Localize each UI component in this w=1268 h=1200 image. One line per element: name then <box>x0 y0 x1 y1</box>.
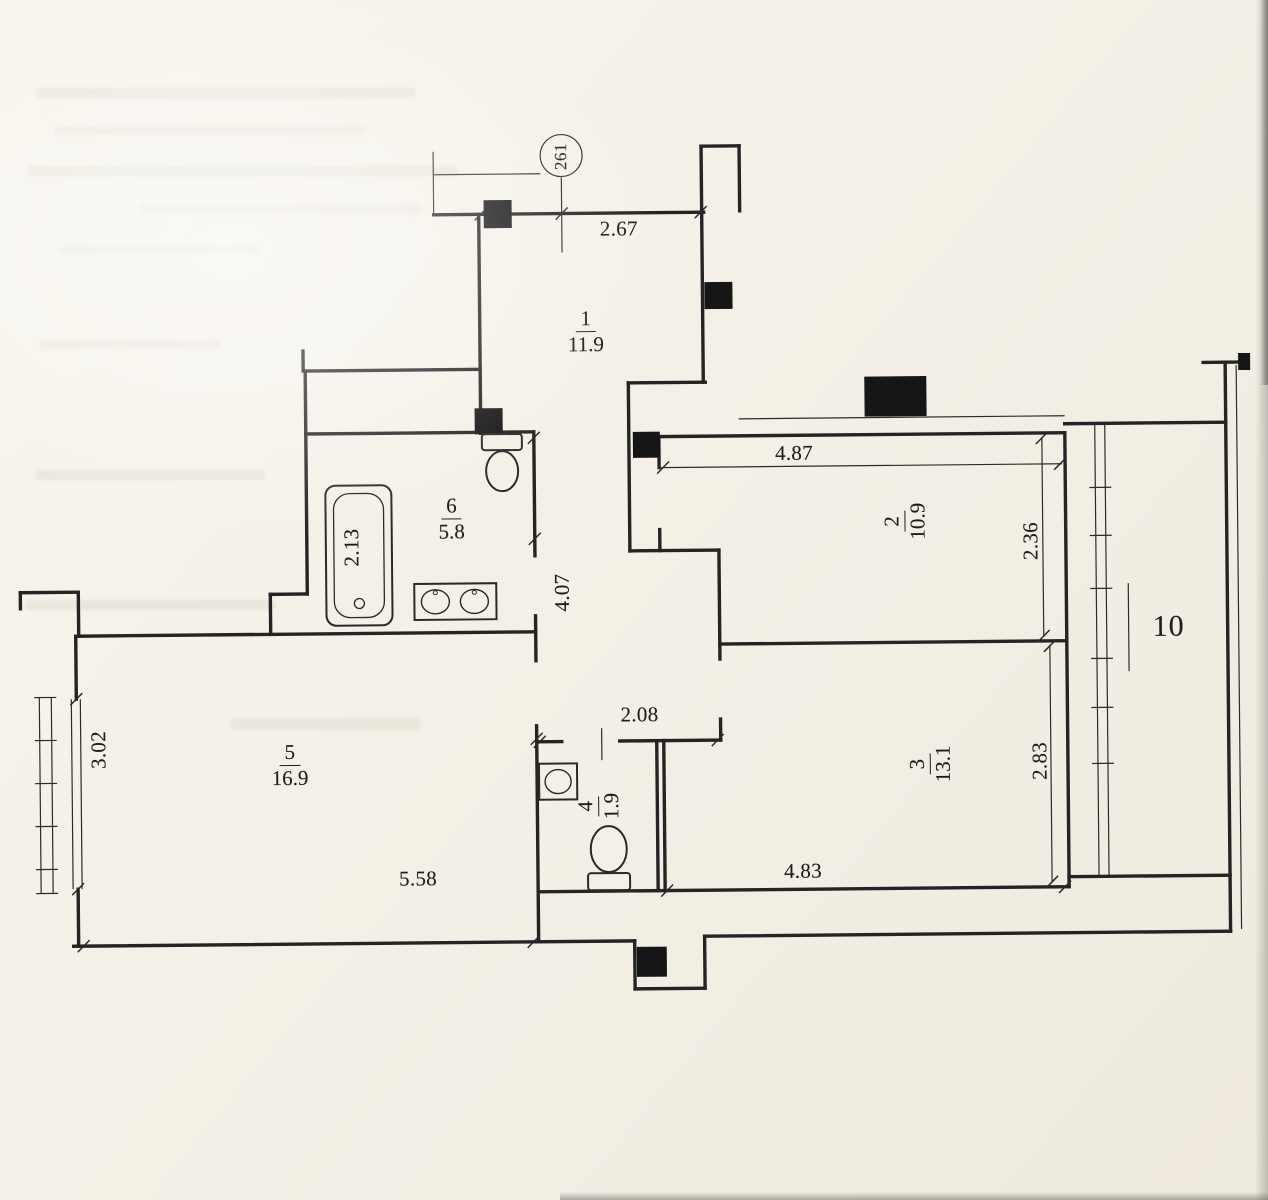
room-1-number: 1 <box>575 306 597 332</box>
scan-edge-right-dark <box>1260 0 1268 385</box>
room-6-area: 5.8 <box>438 518 465 544</box>
walls <box>18 144 1248 991</box>
room-5-label: 5 16.9 <box>271 740 309 790</box>
axis-marker-label: 261 <box>550 142 571 171</box>
dim-room2-depth: 2.36 <box>1018 521 1043 561</box>
room-6-label: 6 5.8 <box>438 493 465 544</box>
dim-room5-depth: 3.02 <box>86 730 111 770</box>
room-5-number: 5 <box>279 740 301 766</box>
wc-sink <box>537 762 579 801</box>
room-2-label: 2 10.9 <box>879 502 930 540</box>
room-1-label: 1 11.9 <box>567 306 605 356</box>
scan-edge-bottom <box>560 1192 1268 1200</box>
room-2-area: 10.9 <box>904 502 930 540</box>
room-5-area: 16.9 <box>271 765 309 790</box>
fixtures <box>324 432 632 892</box>
room-4-area: 1.9 <box>598 792 623 820</box>
dim-bath-length: 2.13 <box>339 528 364 567</box>
dim-entry-width: 2.67 <box>599 216 638 241</box>
room-3-area: 13.1 <box>930 745 955 783</box>
room-1-area: 11.9 <box>567 331 605 356</box>
thin-lines <box>34 133 1243 930</box>
dim-room3-depth: 2.83 <box>1027 741 1052 781</box>
dim-hall-width: 2.08 <box>620 702 659 727</box>
double-sink <box>413 582 498 621</box>
room-6-number: 6 <box>441 493 462 520</box>
room-3-number: 3 <box>905 753 931 775</box>
apartment-number: 10 <box>1152 609 1185 643</box>
dim-room2-width: 4.87 <box>774 440 814 466</box>
dim-hall-length: 4.07 <box>549 573 574 612</box>
dim-room5-width: 5.58 <box>398 866 438 891</box>
room-2-number: 2 <box>879 511 906 532</box>
dim-room3-width: 4.83 <box>783 858 823 883</box>
room-4-number: 4 <box>573 795 599 817</box>
bathroom-toilet <box>480 432 523 493</box>
room-4-label: 4 1.9 <box>573 792 623 820</box>
room-3-label: 3 13.1 <box>905 745 955 783</box>
wc-toilet <box>587 825 632 892</box>
